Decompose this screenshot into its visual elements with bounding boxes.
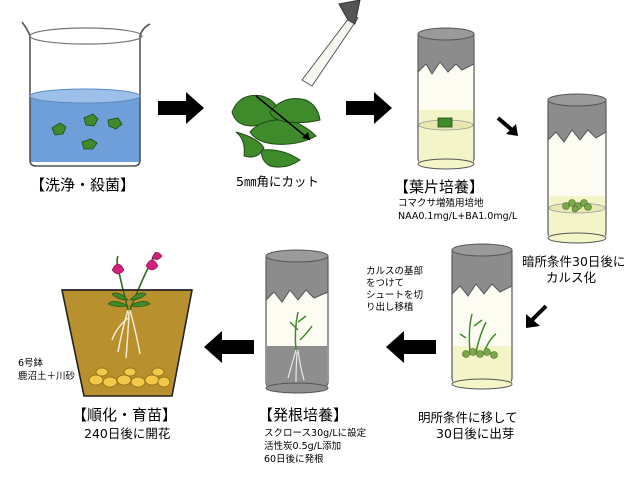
arrow-down-right: [496, 116, 518, 136]
label-soil-mix: 鹿沼土＋川砂: [18, 371, 76, 382]
label-budding-line1: 明所条件に移して: [418, 410, 518, 425]
arrow-down-left: [526, 304, 548, 328]
label-budding-line2: 30日後に出芽: [436, 426, 515, 441]
arrow-right-2: [346, 92, 392, 124]
callus-mass: [562, 199, 592, 213]
label-rooting: 【発根培養】: [258, 406, 349, 424]
label-leaf-culture: 【葉片培養】: [394, 178, 485, 196]
culture-tube-budding: [451, 243, 513, 390]
flowers: [111, 252, 163, 275]
beaker: [21, 21, 151, 167]
culture-tube-callus: [547, 93, 607, 244]
label-wash: 【洗浄・殺菌】: [30, 176, 136, 194]
label-cut: 5㎜角にカット: [236, 174, 319, 189]
label-callus-line2: カルス化: [546, 270, 597, 285]
label-pot-size: 6号鉢: [18, 358, 44, 369]
arrow-right-1: [158, 92, 204, 124]
label-shoot-cut-line4: り出し移植: [366, 302, 414, 313]
rooted-shoot: [289, 311, 313, 351]
cut-leaves: [231, 0, 361, 168]
label-leaf-culture-hormones: NAA0.1mg/L+BA1.0mg/L: [398, 211, 518, 222]
culture-tube-rooting: [265, 249, 329, 394]
knife-blade: [301, 13, 359, 87]
knife-handle: [338, 0, 361, 25]
label-leaf-culture-medium: コマクサ増殖用培地: [398, 198, 484, 209]
flower-pot: [61, 251, 193, 397]
water: [30, 96, 140, 162]
label-rooting-line3: 60日後に発根: [264, 454, 324, 465]
label-shoot-cut-line2: をつけて: [366, 278, 405, 289]
plant-roots: [111, 309, 141, 359]
culture-tube-leaf: [417, 27, 475, 170]
label-shoot-cut-line1: カルスの基部: [366, 266, 424, 277]
arrow-left-2: [204, 331, 254, 363]
leaf-explant: [437, 117, 453, 128]
arrow-left-1: [386, 331, 436, 363]
pebbles: [88, 367, 171, 388]
label-shoot-cut-line3: シュートを切: [366, 290, 424, 301]
roots: [287, 349, 305, 383]
label-acclimation: 【順化・育苗】: [72, 406, 178, 424]
label-rooting-line2: 活性炭0.5g/L添加: [264, 441, 342, 452]
leaf-pieces-in-water: [51, 113, 123, 150]
plant-foliage: [107, 292, 151, 307]
label-rooting-line1: スクロース30g/Lに設定: [264, 428, 367, 439]
tube-cap: [417, 33, 475, 75]
label-callus-line1: 暗所条件30日後に: [522, 254, 626, 269]
label-acclimation-line1: 240日後に開花: [84, 426, 171, 441]
